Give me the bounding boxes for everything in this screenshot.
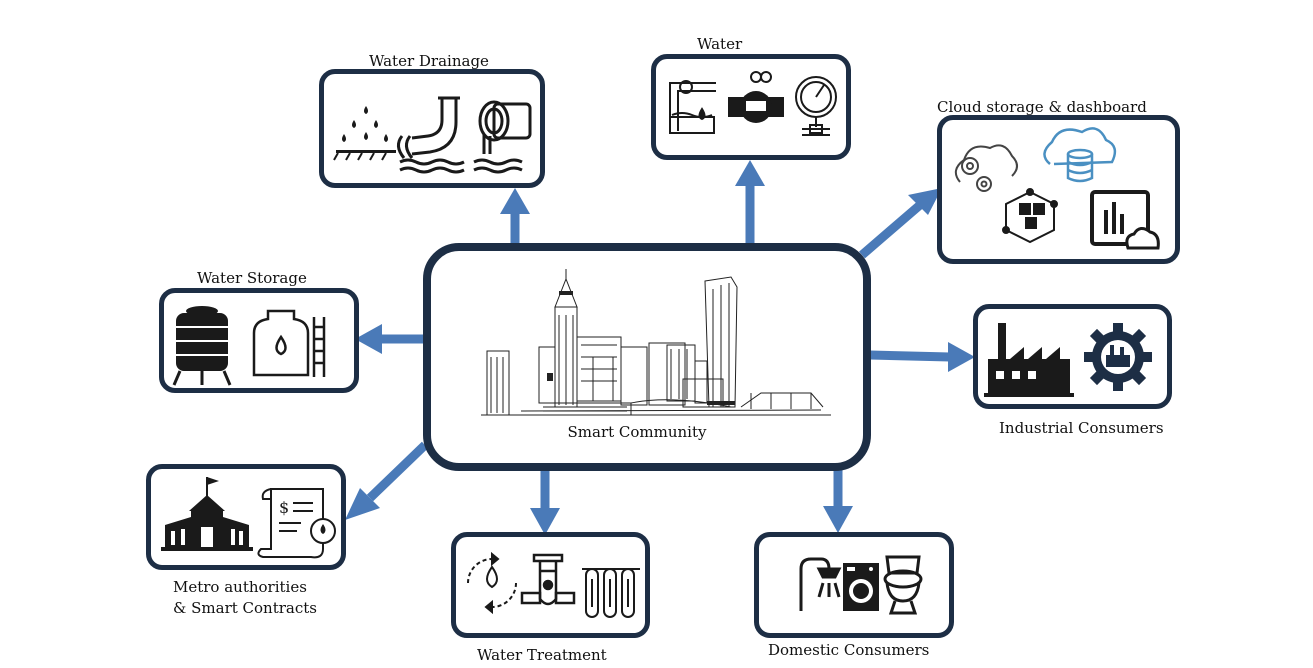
cloud-node — [937, 115, 1180, 264]
rain-icon — [333, 106, 396, 161]
cloud-label: Cloud storage & dashboard — [937, 98, 1147, 116]
filter-tubes-icon — [582, 568, 640, 618]
contract-document-icon: $ — [257, 488, 336, 559]
smart-community-label: Smart Community — [567, 423, 707, 441]
water-icons — [669, 71, 837, 136]
drain-pipe-icon — [397, 96, 465, 174]
water-treatment-node — [451, 532, 650, 638]
sewer-pipe-icon — [473, 100, 532, 174]
city-skyline-icon — [481, 269, 831, 416]
water-bottle-ladder-icon — [252, 309, 326, 377]
dashboard-chart-cloud-icon — [1090, 190, 1160, 250]
arrow-to-cloud — [859, 188, 942, 259]
metro-node: $ — [146, 464, 346, 570]
cloud-database-icon — [1043, 127, 1117, 183]
arrow-to-metro — [345, 441, 429, 520]
svg-text:$: $ — [279, 498, 289, 517]
water-treatment-icons — [467, 551, 640, 618]
municipal-building-icon — [161, 477, 253, 551]
industrial-node — [973, 304, 1172, 409]
water-label: Water — [697, 35, 743, 53]
toilet-icon — [883, 555, 923, 615]
smart-community-node: Smart Community — [423, 243, 871, 471]
domestic-node — [754, 532, 954, 638]
arrow-to-water-drainage — [500, 188, 530, 250]
industrial-icons — [984, 323, 1152, 397]
factory-icon — [984, 323, 1074, 397]
industrial-label: Industrial Consumers — [999, 419, 1164, 437]
arrow-to-domestic — [823, 468, 853, 533]
metro-icons: $ — [161, 477, 336, 559]
water-cycle-icon — [467, 551, 517, 615]
water-tank-icon — [172, 306, 232, 386]
water-drainage-node — [319, 69, 545, 188]
pressure-gauge-icon — [795, 76, 837, 136]
cloud-icons — [954, 127, 1160, 250]
cloud-gears-icon — [954, 144, 1018, 192]
filter-icon — [520, 553, 576, 606]
factory-gear-icon — [1084, 323, 1152, 391]
arrow-to-water — [735, 160, 765, 248]
domestic-icons — [799, 555, 923, 615]
metro-label-line2: & Smart Contracts — [173, 599, 317, 617]
water-drainage-label: Water Drainage — [369, 52, 489, 70]
water-meter-icon — [728, 71, 784, 123]
arrow-to-industrial — [869, 342, 975, 372]
pipe-valve-icon — [669, 80, 716, 134]
shower-icon — [799, 557, 842, 611]
blockchain-cube-icon — [1002, 188, 1058, 244]
water-storage-icons — [172, 306, 326, 386]
arrow-to-water-storage — [355, 324, 428, 354]
water-node — [651, 54, 851, 160]
water-drainage-icons — [333, 96, 532, 174]
domestic-label: Domestic Consumers — [768, 641, 930, 659]
water-treatment-label: Water Treatment — [477, 646, 607, 664]
water-storage-node — [159, 288, 359, 393]
arrow-to-water-treatment — [530, 468, 560, 535]
water-storage-label: Water Storage — [197, 269, 307, 287]
washing-machine-icon — [843, 563, 879, 611]
metro-label-line1: Metro authorities — [173, 578, 307, 596]
